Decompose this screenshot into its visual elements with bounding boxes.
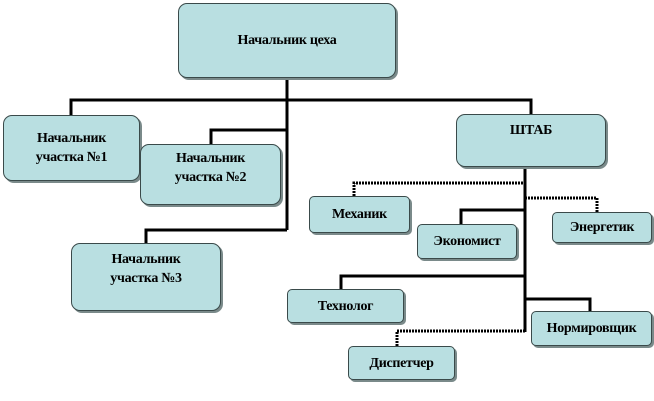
node-section-3: Начальник участка №3 (71, 243, 221, 311)
node-label: Начальник участка №1 (35, 131, 108, 165)
connector-top-bar (69, 98, 533, 115)
node-section-2: Начальник участка №2 (140, 144, 281, 205)
connector-technologist (339, 274, 525, 289)
connector-dispatcher (395, 329, 525, 346)
node-shop-chief: Начальник цеха (178, 3, 396, 78)
node-label: Диспетчер (369, 355, 434, 371)
connector-normer (525, 297, 592, 311)
node-label: Технолог (317, 298, 374, 314)
node-label: Начальник цеха (237, 33, 337, 48)
node-label: Начальник участка №3 (110, 252, 182, 286)
node-label: Энергетик (569, 220, 635, 235)
connector-economist (459, 208, 525, 224)
connector-mechanic (352, 181, 525, 196)
node-dispatcher: Диспетчер (348, 346, 455, 380)
node-technologist: Технолог (287, 289, 404, 323)
connector-energetic (525, 196, 599, 212)
node-normer: Нормировщик (531, 311, 652, 346)
node-energetic: Энергетик (552, 212, 652, 243)
node-label: Нормировщик (546, 321, 637, 336)
connector-section2 (209, 128, 287, 144)
node-label: Механик (332, 207, 387, 222)
node-label: Экономист (433, 234, 501, 249)
node-mechanic: Механик (309, 196, 410, 233)
node-label: Начальник участка №2 (174, 151, 247, 185)
connector-section3 (144, 228, 287, 243)
node-label: ШТАБ (509, 123, 553, 138)
node-economist: Экономист (417, 224, 517, 259)
node-staff: ШТАБ (456, 114, 606, 167)
node-section-1: Начальник участка №1 (3, 115, 140, 181)
